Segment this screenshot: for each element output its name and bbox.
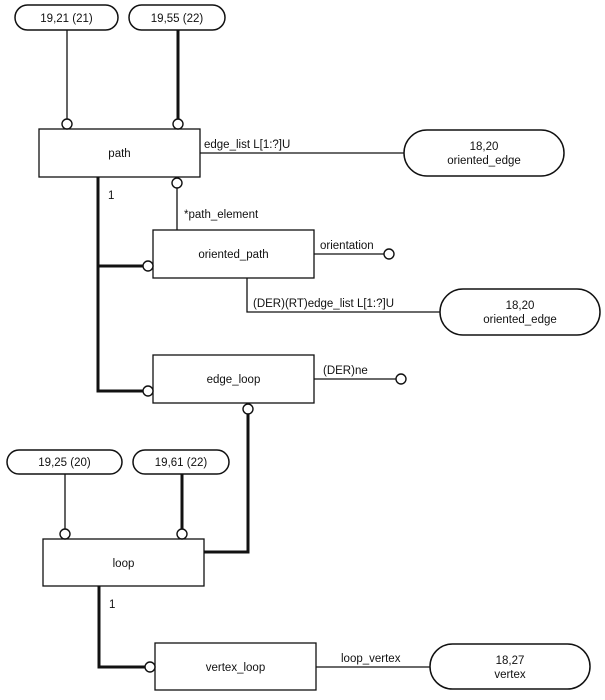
entity-path[interactable]: path bbox=[38, 128, 201, 178]
page-ref-name: oriented_edge bbox=[483, 314, 557, 326]
page-ref-top-left[interactable]: 19,21 (21) bbox=[14, 4, 119, 31]
page-ref-mid-left[interactable]: 19,25 (20) bbox=[6, 449, 123, 475]
connector-oriented-path-edge-list bbox=[246, 278, 440, 313]
relationship-end-circle-icon bbox=[172, 118, 184, 130]
relationship-end-circle-icon bbox=[395, 373, 407, 385]
relationship-end-circle-icon bbox=[171, 177, 183, 189]
entity-label: oriented_path bbox=[198, 249, 268, 261]
page-ref-top-right[interactable]: 19,55 (22) bbox=[128, 4, 226, 31]
entity-loop[interactable]: loop bbox=[42, 538, 205, 587]
page-ref-label: 19,61 (22) bbox=[155, 457, 208, 469]
page-ref-label: 19,55 (22) bbox=[151, 13, 204, 25]
connector-edge-loop-loop bbox=[204, 414, 250, 554]
relationship-end-circle-icon bbox=[242, 403, 254, 415]
attribute-label-derived-edge-list: (DER)(RT)edge_list L[1:?]U bbox=[253, 298, 394, 310]
connector-loop-subtype-vertex-loop bbox=[97, 586, 145, 669]
attribute-label-path-element: *path_element bbox=[184, 209, 259, 221]
attribute-label-orientation: orientation bbox=[320, 240, 374, 252]
page-ref-name: vertex bbox=[494, 669, 526, 681]
entity-label: path bbox=[108, 148, 130, 160]
relationship-end-circle-icon bbox=[176, 528, 188, 540]
subtype-cardinality-label: 1 bbox=[109, 599, 115, 611]
page-ref-name: oriented_edge bbox=[447, 155, 521, 167]
entity-edge-loop[interactable]: edge_loop bbox=[152, 354, 315, 404]
subtype-end-circle-icon bbox=[142, 260, 154, 272]
page-ref-oriented-edge-1[interactable]: 18,20 oriented_edge bbox=[403, 129, 565, 177]
entity-vertex-loop[interactable]: vertex_loop bbox=[154, 642, 317, 691]
page-ref-vertex[interactable]: 18,27 vertex bbox=[429, 643, 591, 690]
attribute-label-edge-list: edge_list L[1:?]U bbox=[204, 139, 290, 151]
relationship-end-circle-icon bbox=[383, 248, 395, 260]
page-ref-label: 19,21 (21) bbox=[40, 13, 93, 25]
page-ref-number: 18,20 bbox=[506, 300, 535, 312]
entity-label: edge_loop bbox=[207, 374, 261, 386]
page-ref-number: 18,20 bbox=[470, 141, 499, 153]
subtype-cardinality-label: 1 bbox=[108, 190, 114, 202]
page-ref-label: 19,25 (20) bbox=[38, 457, 91, 469]
attribute-label-ne: (DER)ne bbox=[323, 365, 368, 377]
page-ref-number: 18,27 bbox=[496, 655, 525, 667]
page-ref-mid-right[interactable]: 19,61 (22) bbox=[132, 449, 230, 475]
relationship-end-circle-icon bbox=[61, 118, 73, 130]
attribute-label-loop-vertex: loop_vertex bbox=[341, 653, 401, 665]
entity-label: loop bbox=[113, 558, 135, 570]
entity-label: vertex_loop bbox=[206, 662, 265, 674]
entity-oriented-path[interactable]: oriented_path bbox=[152, 229, 315, 279]
connector-path-subtype-edge-loop bbox=[96, 177, 143, 393]
relationship-end-circle-icon bbox=[59, 528, 71, 540]
subtype-end-circle-icon bbox=[144, 661, 156, 673]
page-ref-oriented-edge-2[interactable]: 18,20 oriented_edge bbox=[439, 288, 601, 336]
subtype-end-circle-icon bbox=[142, 385, 154, 397]
